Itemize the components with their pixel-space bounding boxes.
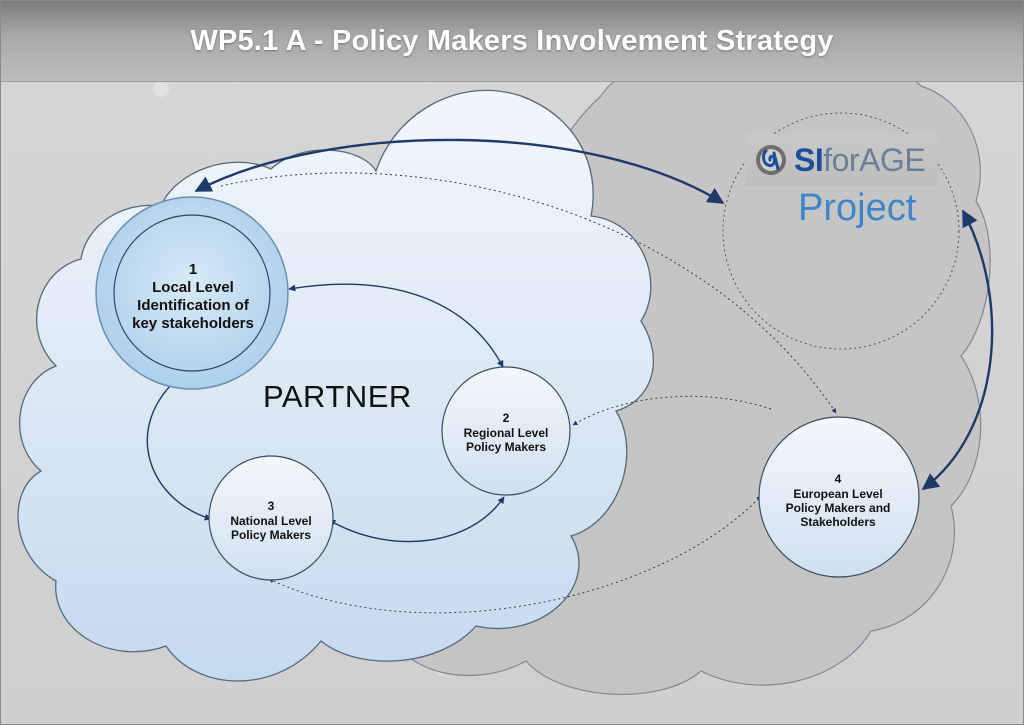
logo-suffix: forAGE	[823, 141, 926, 178]
node-text-line: Identification of	[137, 297, 249, 314]
node-number: 3	[267, 499, 275, 514]
node-2-circle	[441, 366, 571, 496]
connector-3-to-2	[328, 496, 505, 543]
node-3-circle	[208, 455, 334, 581]
siforage-logo-text: SIforAGE	[794, 141, 926, 179]
connector-1-to-4	[220, 172, 837, 414]
page-title: WP5.1 A - Policy Makers Involvement Stra…	[190, 24, 834, 57]
connector-4-to-2	[572, 395, 772, 426]
node-text-line: National Level	[230, 513, 312, 528]
node-text-line: Stakeholders	[800, 515, 876, 530]
logo-prefix: SI	[794, 141, 824, 178]
node-number: 1	[188, 261, 198, 278]
siforage-logo: SIforAGE	[746, 134, 938, 186]
node-number: 4	[834, 472, 842, 487]
node-text-line: Policy Makers	[465, 440, 547, 455]
node-text-line: Regional Level	[463, 425, 549, 440]
connector-1-to-3	[146, 378, 212, 521]
node-4-circle	[758, 416, 920, 578]
partner-label: PARTNER	[263, 379, 412, 414]
node-text-line: Local Level	[152, 279, 234, 296]
node-text-line: key stakeholders	[132, 315, 254, 332]
node-3-label: 3 National Level Policy Makers	[206, 486, 336, 556]
siforage-logo-icon	[754, 143, 788, 177]
connector-3-to-4	[268, 495, 762, 614]
connector-1-to-2	[288, 283, 504, 368]
solid-connectors	[146, 283, 505, 543]
title-bar: WP5.1 A - Policy Makers Involvement Stra…	[1, 1, 1023, 82]
node-text-line: Policy Makers	[230, 528, 312, 543]
main-connectors	[194, 138, 994, 491]
project-label: Project	[798, 187, 917, 229]
dotted-connectors	[220, 172, 837, 614]
node-text-line: Policy Makers and	[785, 501, 891, 515]
node-number: 2	[502, 411, 510, 426]
node-4-label: 4 European Level Policy Makers and Stake…	[768, 456, 908, 546]
node-1-label: 1 Local Level Identification of key stak…	[108, 247, 278, 347]
connector-1-to-project	[194, 138, 725, 205]
node-2-label: 2 Regional Level Policy Makers	[441, 398, 571, 468]
node-1-circle	[95, 196, 289, 390]
connector-project-to-4	[921, 209, 994, 491]
node-text-line: European Level	[793, 486, 883, 501]
